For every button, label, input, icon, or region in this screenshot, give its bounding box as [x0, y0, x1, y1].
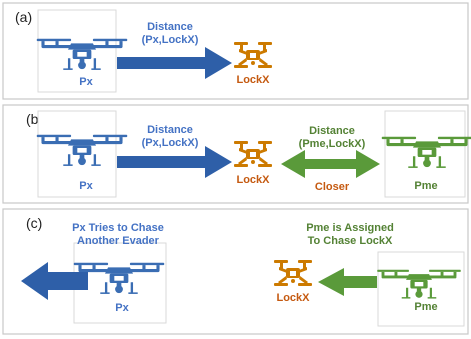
panel-b: (b) Px Distance (Px,LockX) LockX Distanc…	[2, 104, 471, 204]
panel-c: (c) Px Px Tries to Chase Another Evader …	[2, 208, 469, 335]
pme-label: Pme	[414, 180, 437, 192]
closer-label: Closer	[315, 181, 350, 193]
panel-a-tag: (a)	[15, 9, 32, 25]
distance-arrow	[117, 146, 232, 178]
pme-label: Pme	[414, 301, 437, 313]
lockx-label: LockX	[236, 74, 270, 86]
pme-caption-line2: To Chase LockX	[308, 235, 393, 247]
lockx-label: LockX	[236, 174, 270, 186]
pme-caption-line1: Pme is Assigned	[306, 222, 394, 234]
px-label: Px	[79, 76, 93, 88]
distance-label-line1: Distance	[147, 21, 193, 33]
distance-label-line2: (Px,LockX)	[142, 34, 199, 46]
distance-label-line2: (Px,LockX)	[142, 137, 199, 149]
distance2-label-line2: (Pme,LockX)	[299, 138, 366, 150]
chase-arrow	[318, 268, 377, 296]
distance-arrow	[117, 47, 232, 79]
escape-arrow	[21, 262, 88, 300]
closer-double-arrow	[281, 150, 380, 178]
px-label: Px	[79, 180, 93, 192]
px-caption-line2: Another Evader	[77, 235, 160, 247]
lockx-label: LockX	[276, 292, 310, 304]
distance-label-line1: Distance	[147, 124, 193, 136]
px-caption-line1: Px Tries to Chase	[72, 222, 164, 234]
distance2-label-line1: Distance	[309, 125, 355, 137]
panel-a: (a) Px Distance (Px,LockX) LockX	[2, 2, 469, 100]
panel-c-tag: (c)	[26, 215, 42, 231]
px-label: Px	[115, 302, 129, 314]
